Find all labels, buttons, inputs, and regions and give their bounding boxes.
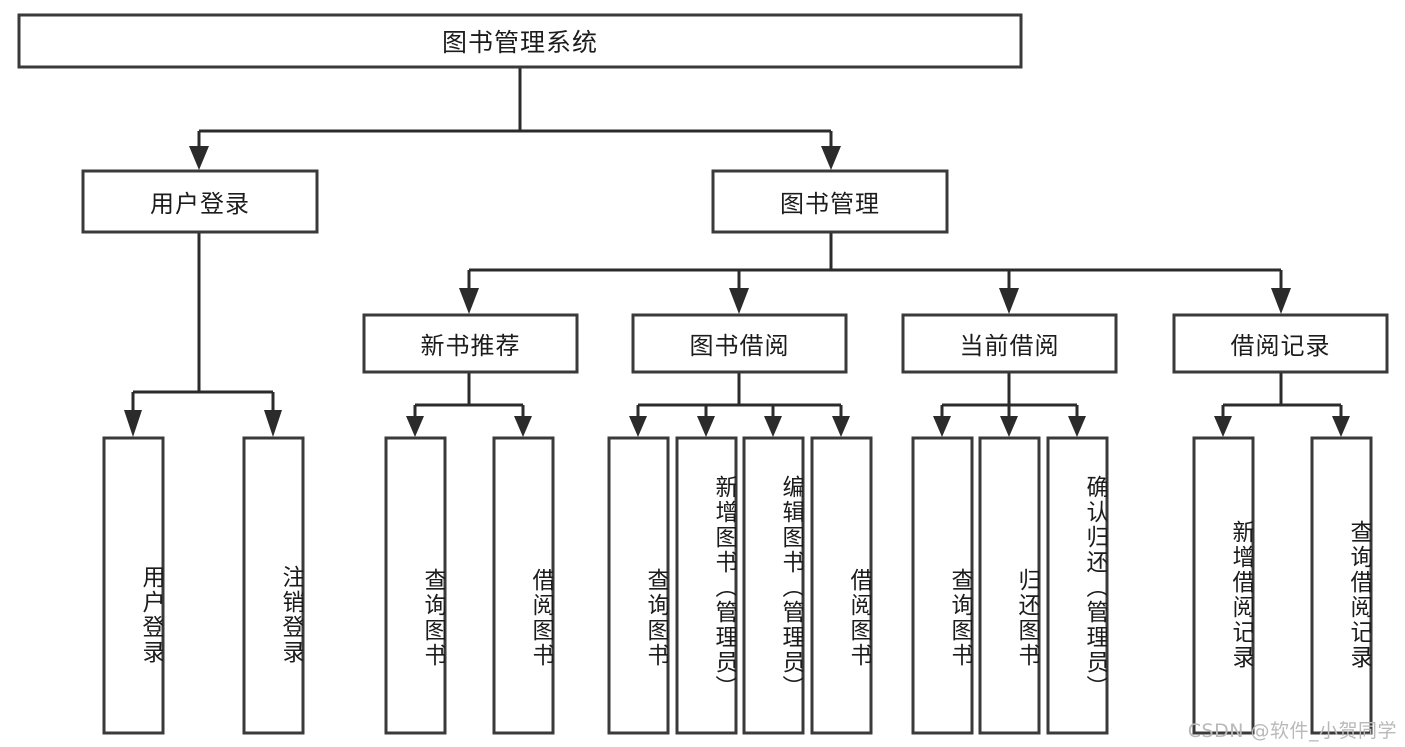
leaf-box[interactable] — [810, 436, 873, 735]
connector-borrowrecord-to-leaves — [1214, 372, 1350, 437]
connector-userlogin-to-leaves — [124, 232, 282, 437]
leaf-box[interactable] — [911, 436, 974, 735]
leaf-box[interactable] — [384, 436, 447, 735]
leaf-box[interactable] — [978, 436, 1041, 735]
leaf-box[interactable] — [1192, 436, 1255, 735]
node-new-book-recommend[interactable] — [362, 313, 579, 374]
leaf-box[interactable] — [492, 436, 555, 735]
leaf-box[interactable] — [742, 436, 805, 735]
leaf-box[interactable] — [607, 436, 670, 735]
leaf-box[interactable] — [1310, 436, 1373, 735]
node-user-login[interactable] — [81, 169, 319, 234]
leaf-box[interactable] — [102, 436, 165, 735]
node-book-borrow[interactable] — [631, 313, 848, 374]
leaf-box[interactable] — [675, 436, 738, 735]
node-current-borrow[interactable] — [901, 313, 1118, 374]
connector-root-to-level2 — [189, 67, 841, 170]
connector-currentborrow-to-leaves — [933, 372, 1086, 437]
node-borrow-record[interactable] — [1172, 313, 1389, 374]
connector-bookmgmt-to-level3 — [459, 232, 1291, 314]
connector-newbook-to-leaves — [406, 372, 532, 437]
connector-bookborrow-to-leaves — [629, 372, 850, 437]
node-book-management[interactable] — [711, 169, 949, 234]
node-root[interactable] — [17, 13, 1023, 69]
leaf-box[interactable] — [242, 436, 305, 735]
watermark-text: CSDN @软件_小贺同学 — [1187, 720, 1397, 742]
leaf-box[interactable] — [1046, 436, 1109, 735]
